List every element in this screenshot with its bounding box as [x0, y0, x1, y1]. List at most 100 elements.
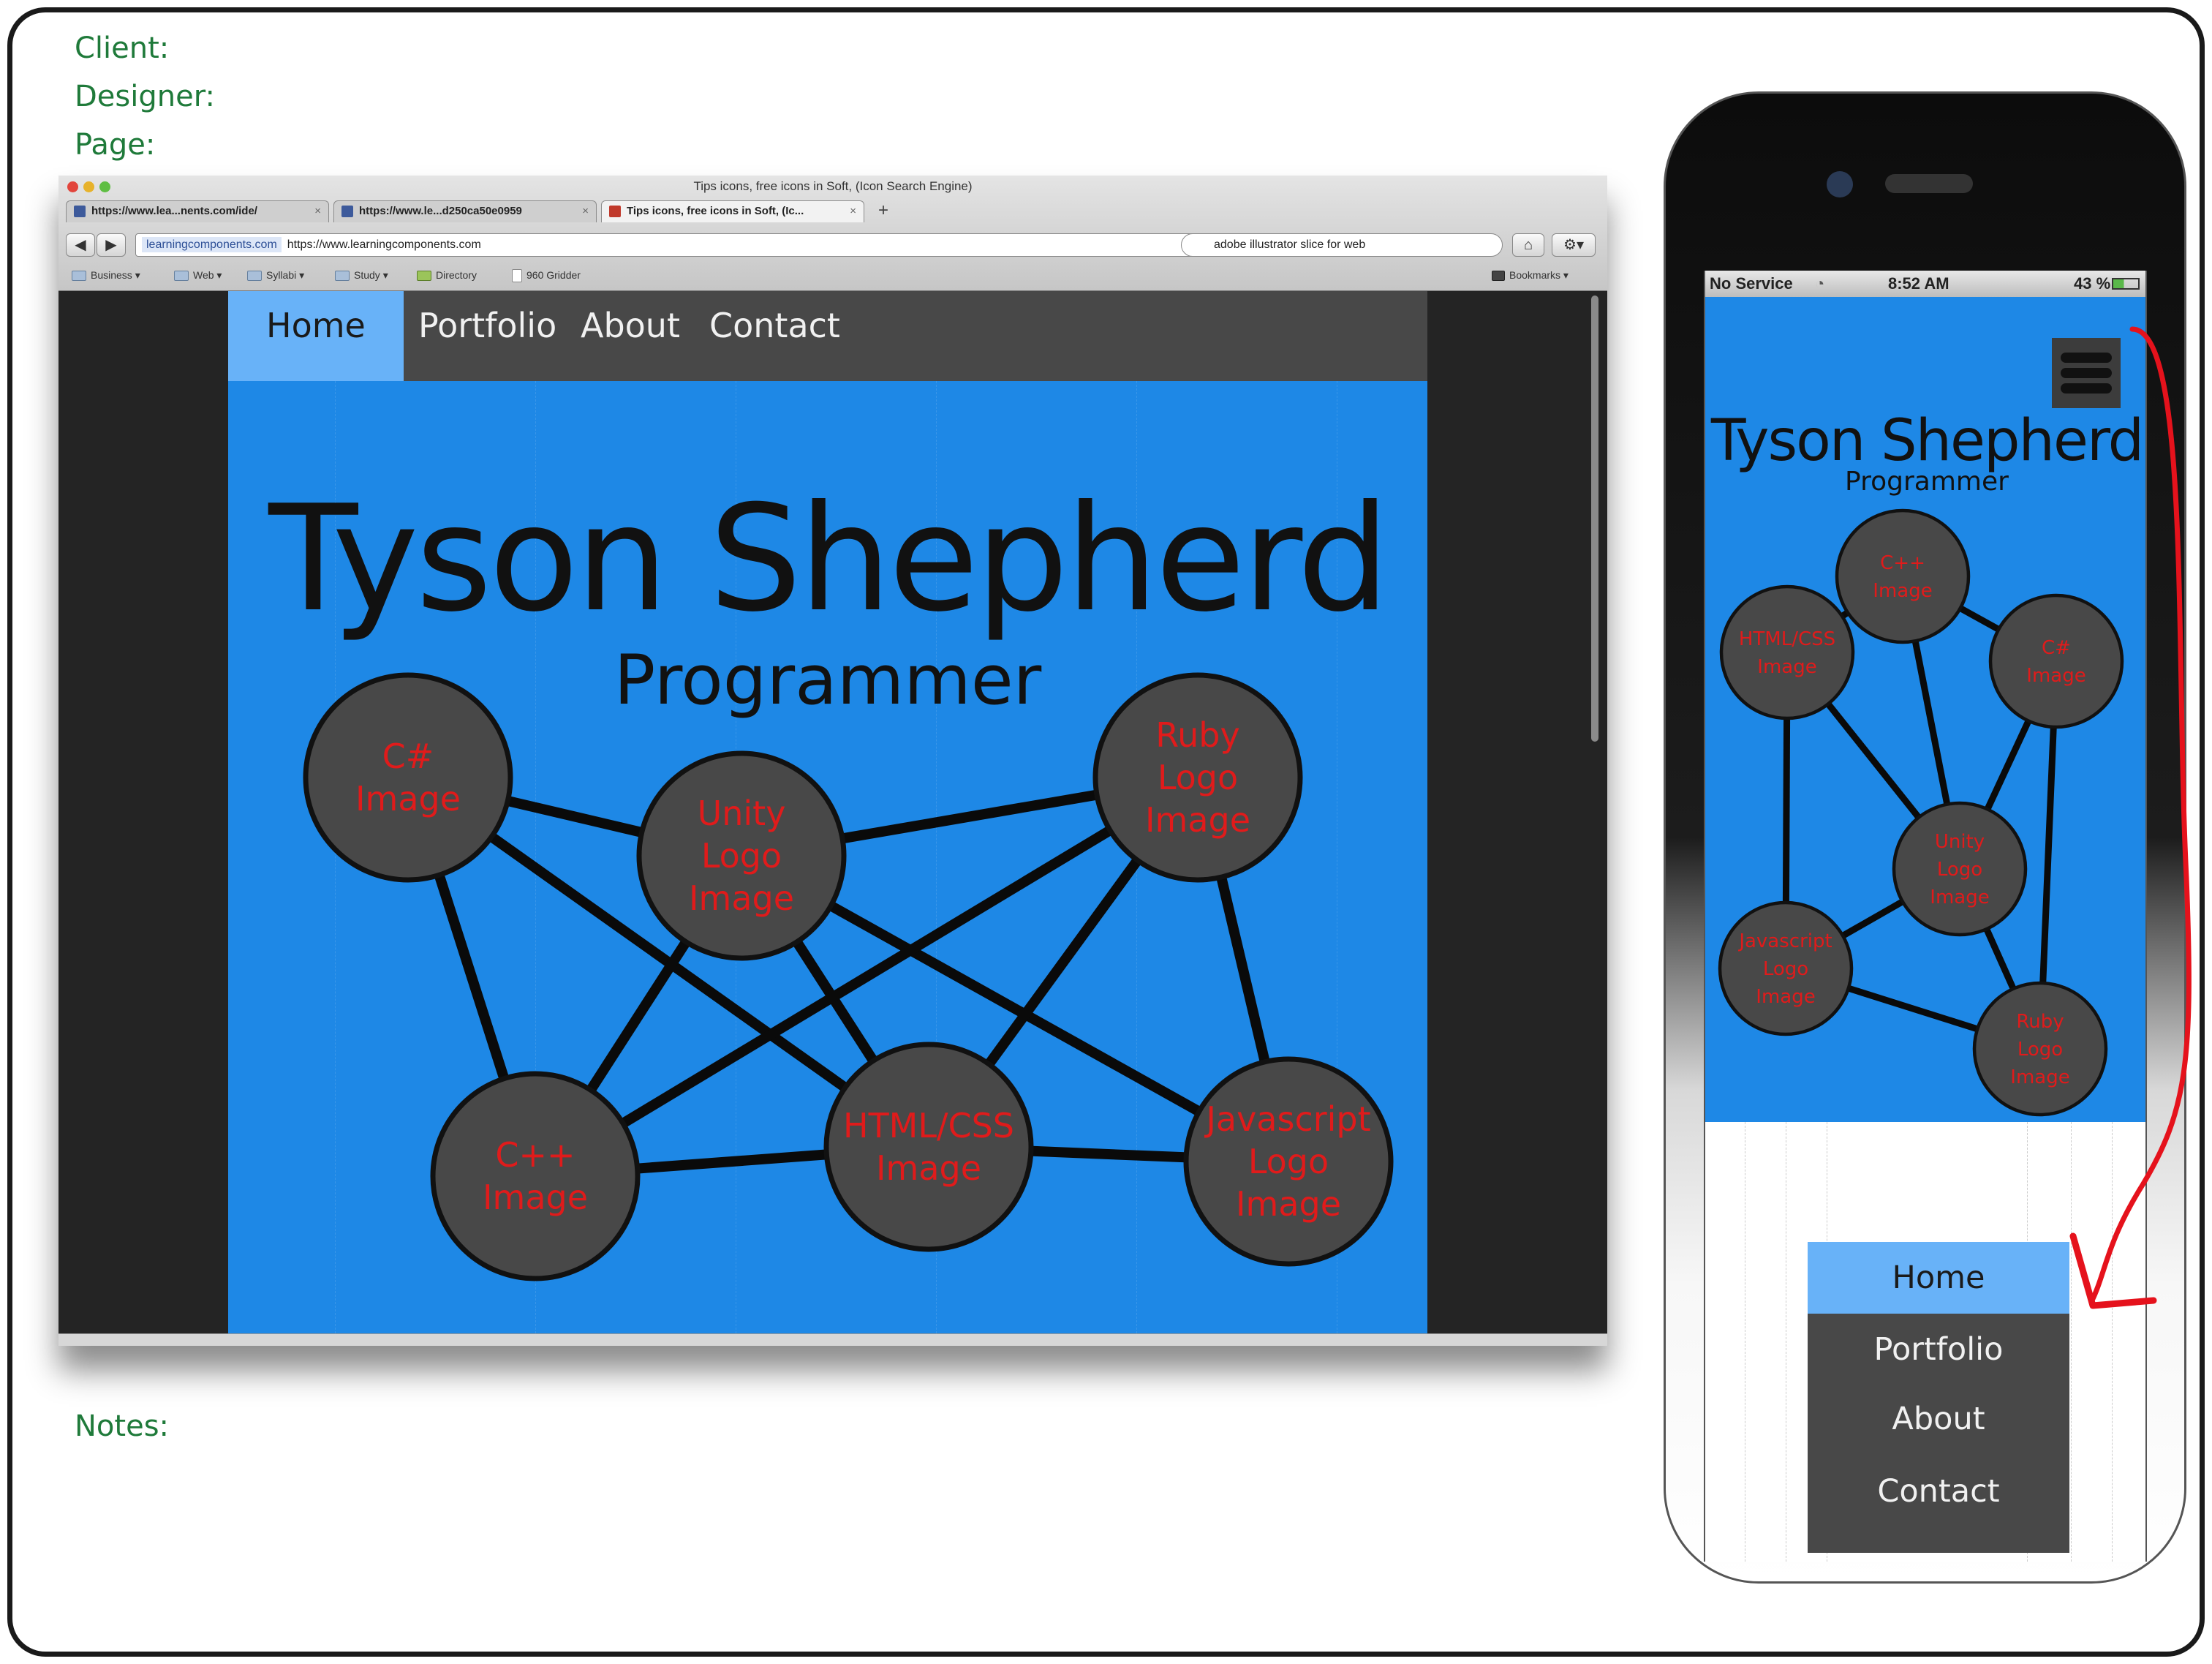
- mobile-menu-about[interactable]: About: [1892, 1401, 1985, 1437]
- tab-label: https://www.le...d250ca50e0959: [359, 205, 522, 217]
- bookmarks-menu[interactable]: Bookmarks ▾: [1492, 269, 1569, 282]
- skill-bubble-circle: [823, 1042, 1034, 1252]
- grid-guide: [535, 381, 536, 1333]
- browser-chrome: Tips icons, free icons in Soft, (Icon Se…: [58, 176, 1607, 291]
- search-field[interactable]: adobe illustrator slice for web: [1181, 233, 1503, 257]
- grid-guide: [2112, 1122, 2113, 1562]
- skill-bubble-circle: [430, 1071, 641, 1281]
- bookmark-syllabi[interactable]: Syllabi ▾: [247, 269, 304, 282]
- nav-contact[interactable]: Contact: [709, 306, 840, 345]
- forward-button[interactable]: ▶: [97, 233, 126, 257]
- phone-status-bar: No Service ◔ 8:52 AM 43 %: [1705, 271, 2145, 297]
- skill-bubble-label: C++: [1880, 552, 1925, 574]
- mobile-menu-contact[interactable]: Contact: [1877, 1473, 2000, 1510]
- skill-bubble-label: Logo: [1937, 859, 1982, 881]
- wifi-icon: ◔: [1815, 274, 1825, 293]
- skill-bubble-label: Image: [1145, 800, 1250, 840]
- designer-label: Designer:: [75, 80, 215, 113]
- skill-bubble-circle: [303, 672, 513, 883]
- client-label: Client:: [75, 31, 170, 65]
- battery-text: 43 %: [2074, 274, 2111, 293]
- skill-bubble-label: Logo: [2017, 1039, 2063, 1061]
- close-tab-icon[interactable]: ×: [850, 205, 856, 217]
- browser-tab-2[interactable]: https://www.le...d250ca50e0959 ×: [333, 200, 597, 222]
- bookmarks-icon: [1492, 271, 1505, 282]
- skill-bubble-circle: [1092, 672, 1303, 883]
- bookmark-business[interactable]: Business ▾: [72, 269, 140, 282]
- tab-label: Tips icons, free icons in Soft, (Ic...: [627, 205, 804, 217]
- skill-bubble-label: Image: [1757, 656, 1816, 678]
- skill-bubble-label: Logo: [1763, 958, 1808, 980]
- url-text: https://www.learningcomponents.com: [287, 238, 481, 251]
- nav-home[interactable]: Home: [228, 291, 404, 381]
- skill-bubble-label: HTML/CSS: [1739, 628, 1835, 650]
- skill-bubble-label: C#: [2042, 637, 2071, 659]
- tools-button[interactable]: ⚙▾: [1552, 233, 1596, 257]
- zoom-window-icon[interactable]: [99, 181, 110, 192]
- mobile-hero-name: Tyson Shepherd: [1710, 408, 2144, 474]
- skill-bubble-label: Image: [1873, 580, 1932, 602]
- skill-bubble-label: Unity: [698, 794, 786, 833]
- mobile-skill-bubble[interactable]: C#Image: [1988, 593, 2124, 729]
- camera-icon: [1827, 171, 1853, 197]
- grid-guide: [936, 381, 937, 1333]
- close-tab-icon[interactable]: ×: [582, 205, 589, 217]
- nav-about[interactable]: About: [581, 306, 681, 345]
- battery-icon: [2112, 278, 2140, 290]
- home-icon[interactable]: ⌂: [1512, 233, 1544, 257]
- nav-portfolio[interactable]: Portfolio: [418, 306, 557, 345]
- vertical-scrollbar[interactable]: [1591, 295, 1598, 742]
- site-nav-bar: Home Portfolio About Contact: [228, 291, 1427, 381]
- uvu-icon: [417, 271, 431, 282]
- skill-bubble-label: Image: [1930, 886, 1989, 908]
- skill-bubble-label: C++: [495, 1135, 575, 1175]
- tab-label: https://www.lea...nents.com/ide/: [91, 205, 257, 217]
- skill-bubble-circle: [636, 750, 847, 961]
- grid-guide: [335, 381, 336, 1333]
- mobile-skill-bubble[interactable]: HTML/CSS Image: [1719, 584, 1855, 720]
- hero-name: Tyson Shepherd: [268, 474, 1389, 644]
- carrier-text: No Service: [1710, 274, 1793, 293]
- mobile-menu-portfolio[interactable]: Portfolio: [1873, 1331, 2004, 1368]
- skill-bubble-label: Image: [483, 1178, 588, 1217]
- minimize-window-icon[interactable]: [83, 181, 94, 192]
- browser-tab-3[interactable]: Tips icons, free icons in Soft, (Ic... ×: [601, 200, 864, 222]
- bookmark-960-gridder[interactable]: 960 Gridder: [512, 269, 581, 283]
- desktop-skill-bubble[interactable]: C#Image: [303, 672, 513, 883]
- skill-bubble-label: Javascript: [1204, 1099, 1370, 1139]
- skill-bubble-label: Logo: [701, 836, 782, 876]
- browser-tab-1[interactable]: https://www.lea...nents.com/ide/ ×: [66, 200, 329, 222]
- bookmark-directory[interactable]: Directory: [417, 269, 477, 282]
- page-label: Page:: [75, 128, 156, 162]
- bookmark-web[interactable]: Web ▾: [174, 269, 222, 282]
- clock-text: 8:52 AM: [1888, 274, 1949, 293]
- skill-bubble-label: Image: [355, 779, 461, 818]
- close-window-icon[interactable]: [67, 181, 78, 192]
- skill-bubble-label: Ruby: [2016, 1011, 2064, 1033]
- bookmark-label: 960 Gridder: [526, 269, 581, 281]
- mobile-menu-home[interactable]: Home: [1808, 1242, 2069, 1314]
- new-tab-button[interactable]: +: [877, 200, 888, 220]
- bookmark-study[interactable]: Study ▾: [335, 269, 388, 282]
- window-title: Tips icons, free icons in Soft, (Icon Se…: [693, 179, 973, 193]
- bookmark-label: Business ▾: [91, 269, 140, 281]
- desktop-skill-bubble[interactable]: C++Image: [430, 1071, 641, 1281]
- mobile-skill-bubble[interactable]: C++ Image: [1835, 508, 1971, 644]
- grid-guide: [2071, 1122, 2072, 1562]
- folder-icon: [72, 271, 86, 282]
- folder-icon: [247, 271, 262, 282]
- skill-bubble-label: Unity: [1935, 831, 1985, 853]
- skill-bubble-label: Ruby: [1155, 715, 1239, 755]
- close-tab-icon[interactable]: ×: [314, 205, 321, 217]
- hero-role: Programmer: [614, 641, 1042, 720]
- back-button[interactable]: ◀: [66, 233, 95, 257]
